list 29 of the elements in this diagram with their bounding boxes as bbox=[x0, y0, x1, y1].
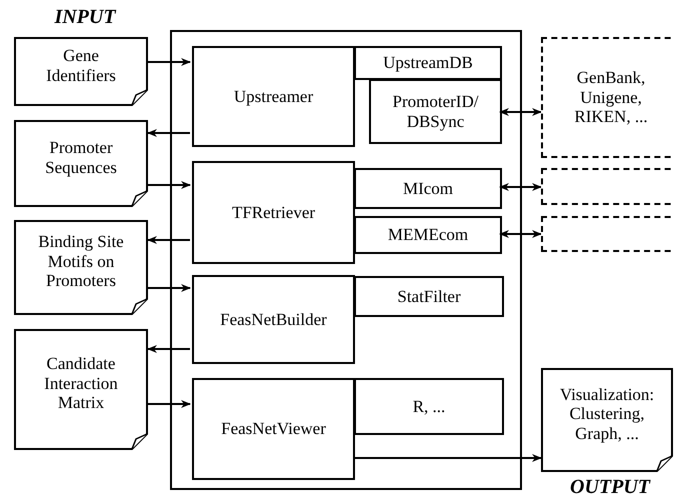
arrow bbox=[499, 108, 542, 116]
module-box: FeasNetBuilder bbox=[192, 275, 355, 364]
input-document: Binding Site Motifs on Promoters bbox=[14, 220, 148, 315]
input-document: Gene Identifiers bbox=[14, 37, 148, 106]
output-document: Visualization: Clustering, Graph, ... bbox=[541, 368, 673, 472]
arrow bbox=[499, 230, 542, 238]
arrow bbox=[499, 183, 542, 191]
arrow bbox=[148, 181, 191, 189]
arrow bbox=[147, 345, 190, 353]
component-box: R, ... bbox=[354, 378, 504, 435]
arrow bbox=[148, 400, 191, 408]
arrow bbox=[353, 454, 542, 462]
arrow bbox=[148, 58, 191, 66]
system-frame bbox=[170, 30, 522, 490]
component-box: MEMEcom bbox=[354, 216, 502, 254]
arrow bbox=[148, 284, 191, 292]
module-box: FeasNetViewer bbox=[192, 378, 355, 480]
component-box: StatFilter bbox=[354, 276, 504, 317]
arrow bbox=[147, 236, 190, 244]
arrow bbox=[147, 129, 190, 137]
component-box: UpstreamDB bbox=[354, 46, 502, 80]
input-document: Promoter Sequences bbox=[14, 120, 148, 207]
module-box: Upstreamer bbox=[192, 46, 355, 147]
input-document: Candidate Interaction Matrix bbox=[14, 329, 148, 450]
module-box: TFRetriever bbox=[192, 161, 355, 264]
section-label: INPUT bbox=[53, 5, 118, 30]
section-label: OUTPUT bbox=[569, 475, 652, 496]
component-box: PromoterID/ DBSync bbox=[369, 79, 502, 144]
component-box: MIcom bbox=[354, 168, 502, 209]
